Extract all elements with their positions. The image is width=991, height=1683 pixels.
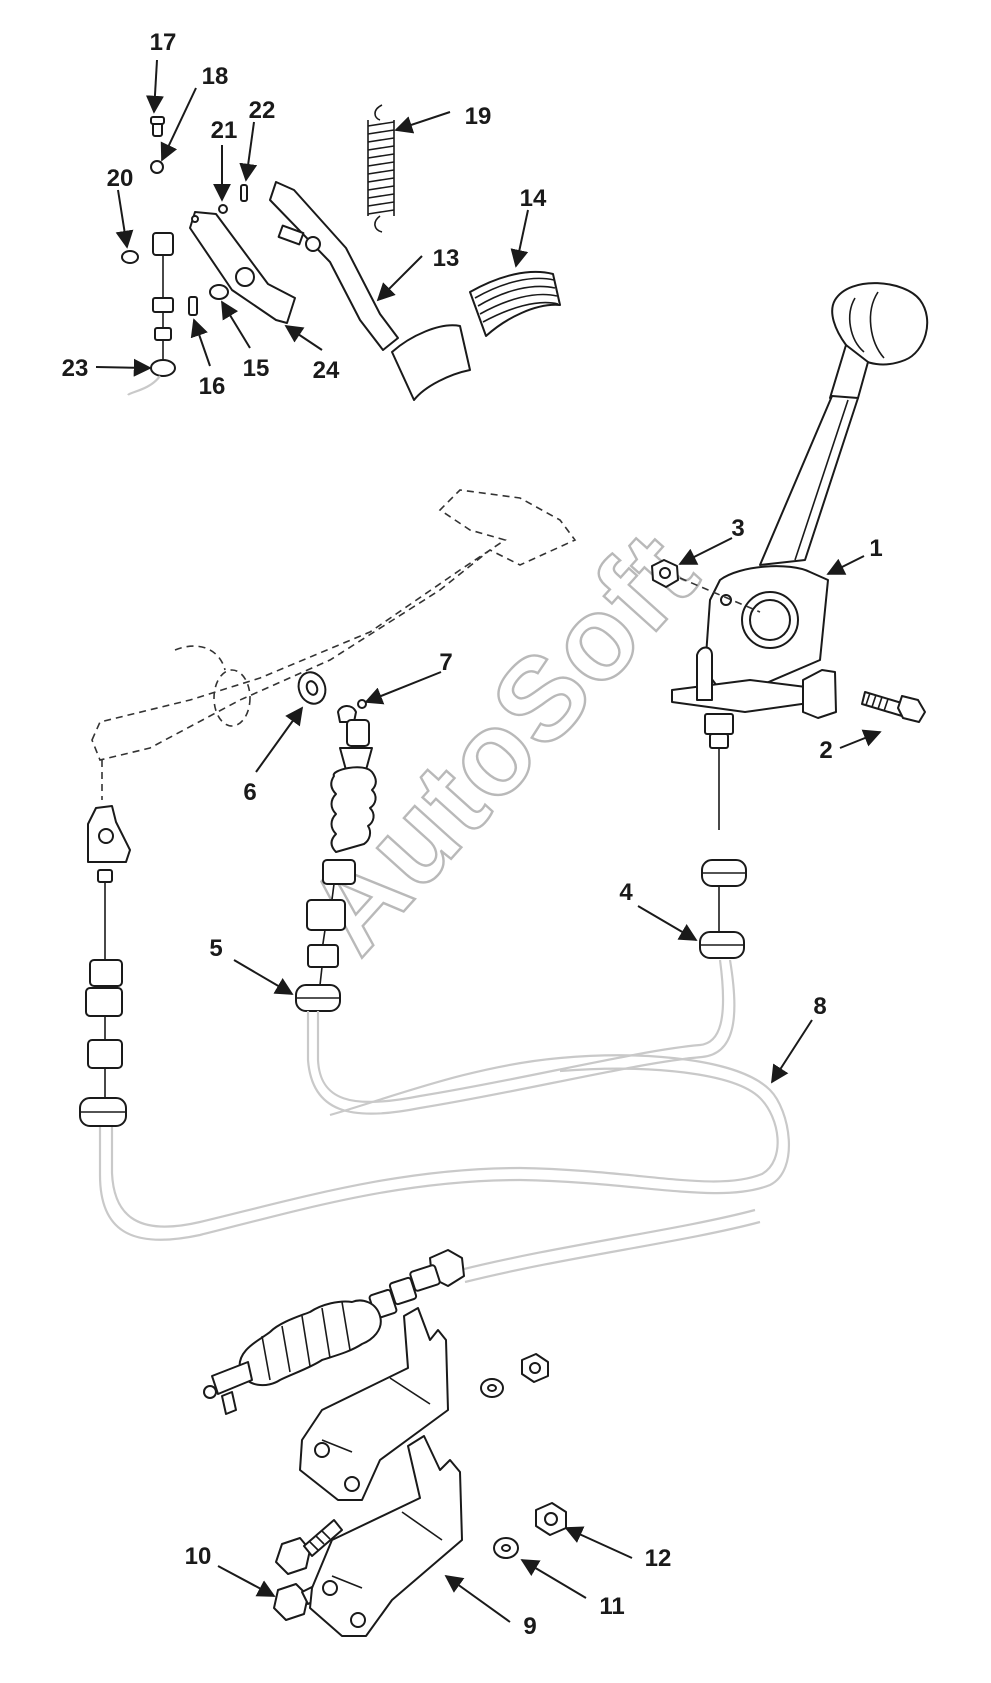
part-22-roll-pin xyxy=(240,184,248,202)
callout-12: 12 xyxy=(645,1545,672,1572)
part-18-nut xyxy=(150,160,164,174)
part-4-grommet xyxy=(699,859,747,959)
part-24-pedal-arm xyxy=(189,211,296,324)
part-15-bushing xyxy=(209,284,229,300)
callout-9: 9 xyxy=(523,1613,536,1640)
part-3-nut xyxy=(651,559,761,613)
callout-24: 24 xyxy=(313,357,340,384)
callout-7: 7 xyxy=(439,649,452,676)
part-16-pin xyxy=(188,296,198,316)
cable-end-lower xyxy=(203,1249,465,1415)
callout-21: 21 xyxy=(211,117,238,144)
callout-6: 6 xyxy=(243,779,256,806)
callout-5: 5 xyxy=(209,935,222,962)
callout-22: 22 xyxy=(249,97,276,124)
part-17-screw xyxy=(150,116,165,137)
leader-lines xyxy=(95,59,882,1623)
callout-4: 4 xyxy=(619,879,633,906)
part-21-washer xyxy=(218,204,228,214)
callout-8: 8 xyxy=(813,993,826,1020)
part-13-pedal xyxy=(269,181,471,401)
callout-16: 16 xyxy=(199,373,226,400)
part-2-bolt xyxy=(861,691,926,723)
bottom-hardware xyxy=(273,1435,567,1637)
callout-19: 19 xyxy=(465,103,492,130)
pedal-assembly xyxy=(121,104,561,401)
cable-end-upper xyxy=(295,719,377,1012)
part-10-bolt xyxy=(275,1519,343,1575)
part-23-cable-end xyxy=(127,232,176,396)
callout-14: 14 xyxy=(520,185,547,212)
part-19-spring xyxy=(367,104,395,233)
callout-1: 1 xyxy=(869,535,882,562)
callout-20: 20 xyxy=(107,165,134,192)
callout-23: 23 xyxy=(62,355,89,382)
part-8-cable xyxy=(98,959,790,1284)
cable-end-left xyxy=(79,805,131,1127)
callout-labels: 17 18 20 21 22 19 13 14 23 16 15 24 3 1 … xyxy=(62,29,883,1640)
callout-10: 10 xyxy=(185,1543,212,1570)
callout-13: 13 xyxy=(433,245,460,272)
part-14-pedal-pad xyxy=(469,270,561,337)
callout-17: 17 xyxy=(150,29,177,56)
callout-15: 15 xyxy=(243,355,270,382)
part-7-clip xyxy=(337,699,367,723)
callout-2: 2 xyxy=(819,737,832,764)
part-12-nut xyxy=(521,1353,549,1383)
part-6-washer xyxy=(297,671,327,705)
part-11-washer xyxy=(480,1378,504,1398)
ghost-pedal-outline xyxy=(91,489,577,800)
callout-18: 18 xyxy=(202,63,229,90)
part-20-pin xyxy=(121,250,139,264)
callout-11: 11 xyxy=(599,1593,624,1620)
callout-3: 3 xyxy=(731,515,744,542)
part-9-bracket xyxy=(299,1307,449,1501)
part-1-control-lever xyxy=(671,282,929,830)
